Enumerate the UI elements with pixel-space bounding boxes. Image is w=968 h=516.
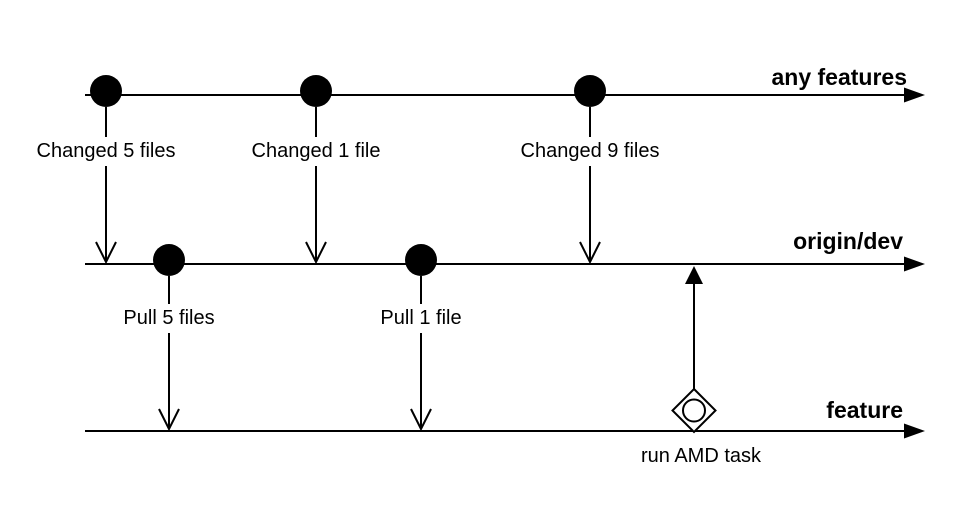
arrowhead-right-icon bbox=[904, 423, 925, 439]
branch-label-feature: feature bbox=[826, 397, 903, 423]
pull-1-file-label: Pull 1 file bbox=[376, 304, 466, 333]
pull-5-arrow bbox=[158, 276, 180, 432]
changed-5-files-label: Changed 5 files bbox=[32, 137, 180, 166]
changed-5-arrow bbox=[95, 107, 117, 265]
pull-1-arrow bbox=[410, 276, 432, 432]
changed-1-file-label: Changed 1 file bbox=[247, 137, 385, 166]
diamond-outline bbox=[671, 387, 717, 434]
arrowhead-down-icon bbox=[579, 241, 601, 265]
changed-9-arrow bbox=[579, 107, 601, 265]
changed-1-arrow bbox=[305, 107, 327, 265]
commit-dot bbox=[405, 244, 437, 276]
branch-line-origin-dev bbox=[85, 256, 925, 272]
branch-label-any-features: any features bbox=[771, 64, 907, 90]
pull-5-files-label: Pull 5 files bbox=[119, 304, 219, 333]
branch-label-origin-dev: origin/dev bbox=[793, 228, 903, 254]
arrowhead-right-icon bbox=[904, 256, 925, 272]
arrowhead-down-icon bbox=[305, 241, 327, 265]
task-marker-diamond-icon bbox=[671, 387, 717, 434]
branch-line-any-features bbox=[85, 87, 925, 103]
arrowhead-right-icon bbox=[904, 87, 925, 103]
arrowhead-down-icon bbox=[158, 408, 180, 432]
branch-line-feature bbox=[85, 423, 925, 439]
commit-dot bbox=[300, 75, 332, 107]
commit-dot bbox=[90, 75, 122, 107]
run-task-arrow bbox=[685, 266, 703, 389]
commit-dot bbox=[153, 244, 185, 276]
arrowhead-down-icon bbox=[410, 408, 432, 432]
diamond-inner-circle bbox=[682, 398, 706, 423]
arrowhead-down-icon bbox=[95, 241, 117, 265]
commit-dot bbox=[574, 75, 606, 107]
changed-9-files-label: Changed 9 files bbox=[516, 137, 664, 166]
arrowhead-up-icon bbox=[685, 266, 703, 284]
run-amd-task-label: run AMD task bbox=[640, 445, 762, 467]
